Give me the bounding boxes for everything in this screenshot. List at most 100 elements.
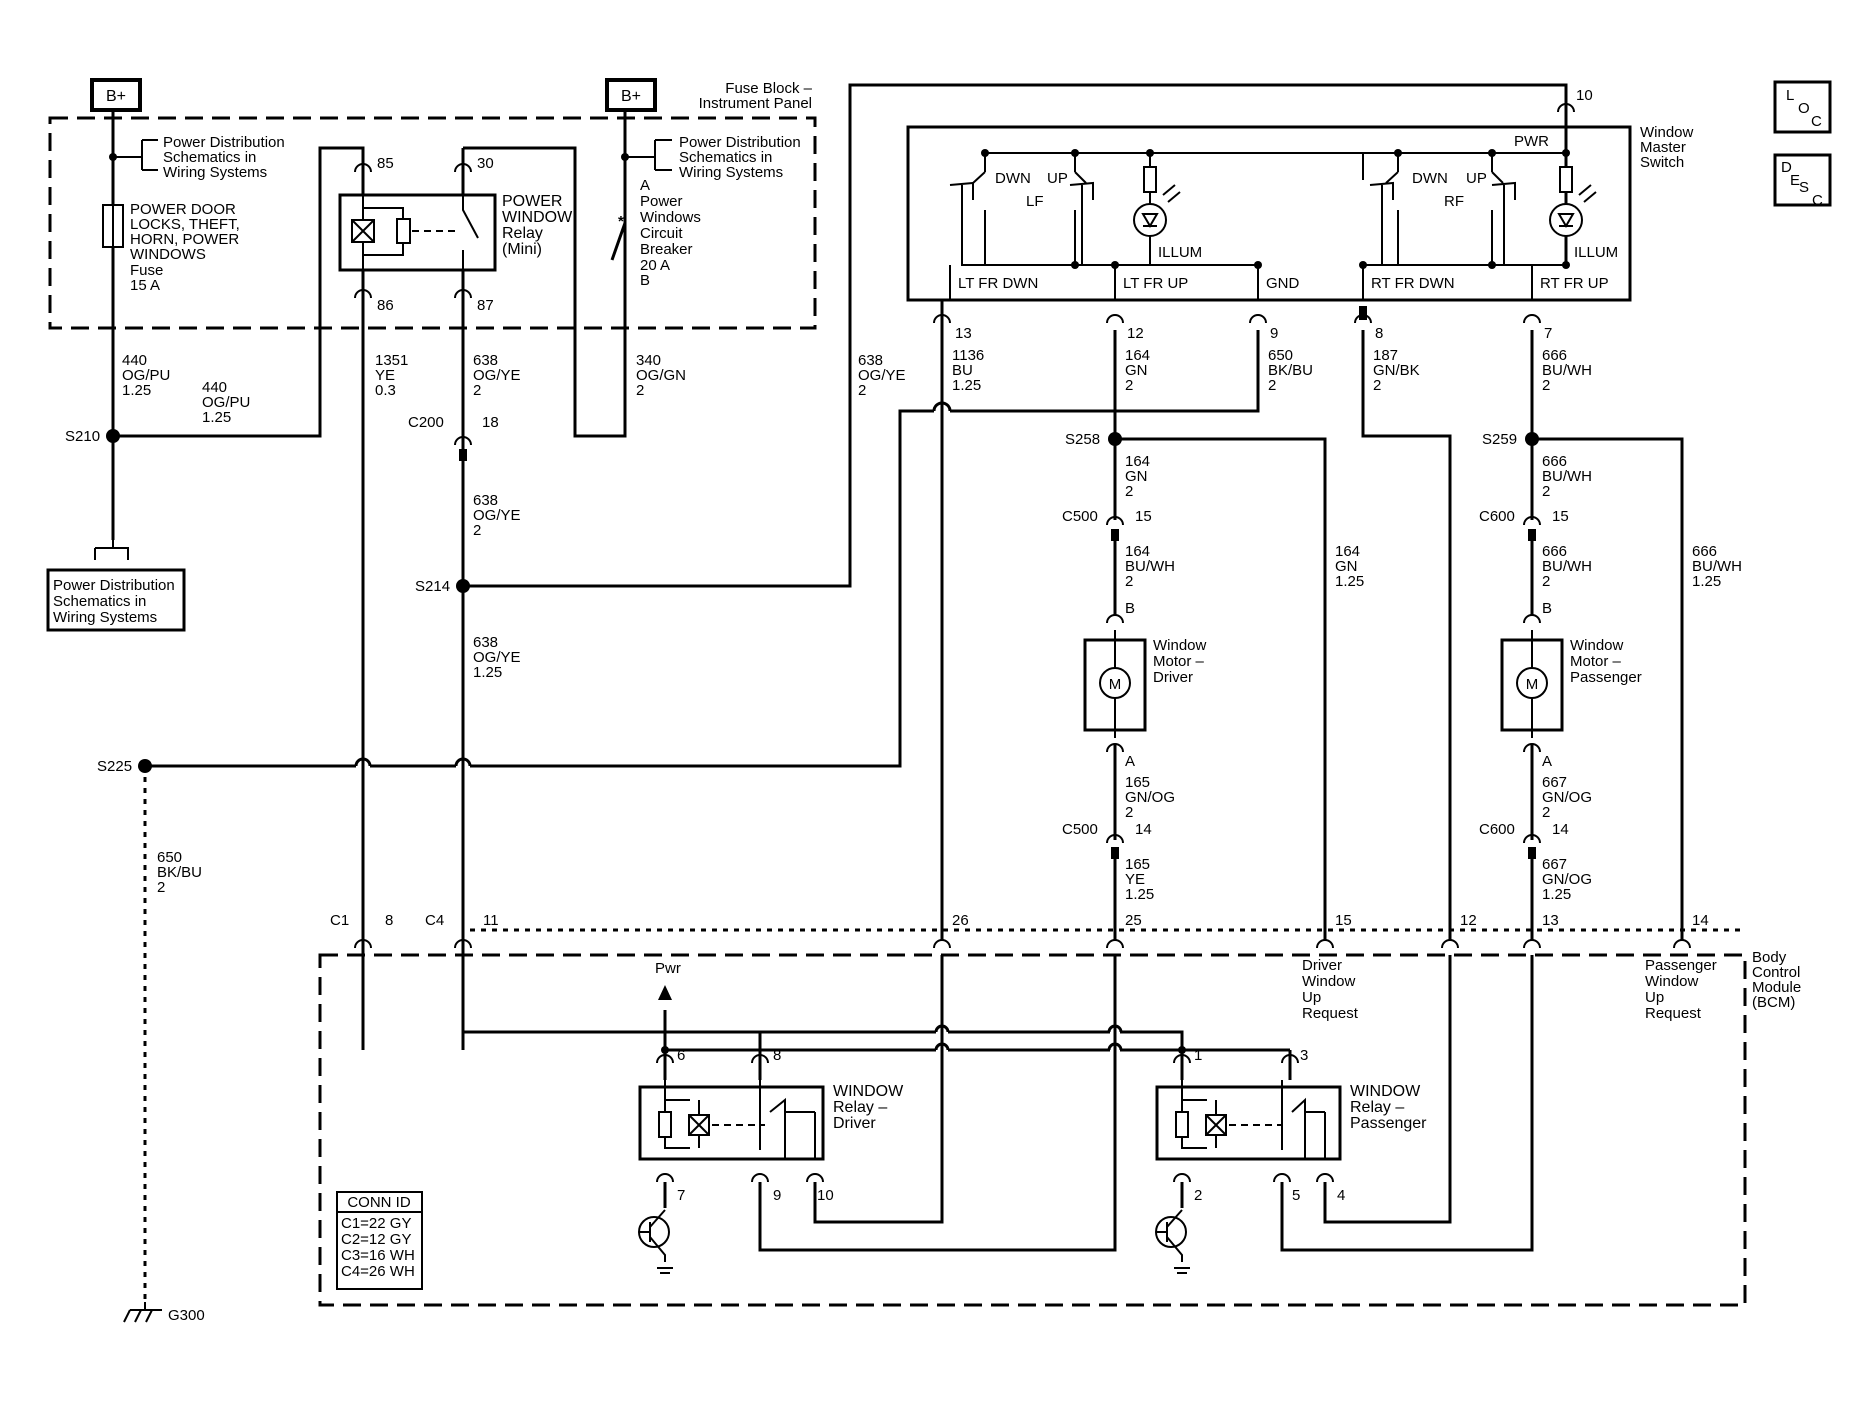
desc-icon[interactable]: D E S C xyxy=(1773,153,1832,209)
wire-650-label-a: 650 BK/BU 2 xyxy=(1268,347,1313,394)
wire-440-label-a: 440 OG/PU 1.25 xyxy=(122,352,170,399)
svg-text:Window: Window xyxy=(1640,124,1694,141)
svg-text:S259: S259 xyxy=(1482,431,1517,448)
wire-638-label-b: 638 OG/YE 2 xyxy=(473,492,521,539)
wire-638-label-d: 638 OG/YE 2 xyxy=(858,352,906,399)
svg-text:667: 667 xyxy=(1542,856,1567,873)
svg-text:Wiring Systems: Wiring Systems xyxy=(163,164,267,181)
svg-text:OG/YE: OG/YE xyxy=(858,367,906,384)
svg-text:Motor –: Motor – xyxy=(1153,653,1205,670)
svg-text:9: 9 xyxy=(1270,325,1278,342)
svg-text:Pwr: Pwr xyxy=(655,960,681,977)
svg-text:B: B xyxy=(1125,600,1135,617)
svg-text:(BCM): (BCM) xyxy=(1752,994,1795,1011)
svg-text:C1: C1 xyxy=(330,912,349,929)
svg-text:A: A xyxy=(640,177,650,194)
svg-text:2: 2 xyxy=(1542,483,1550,500)
svg-text:15: 15 xyxy=(1335,912,1352,929)
svg-text:C500: C500 xyxy=(1062,508,1098,525)
svg-text:1351: 1351 xyxy=(375,352,408,369)
svg-text:30: 30 xyxy=(477,155,494,172)
svg-text:OG/YE: OG/YE xyxy=(473,507,521,524)
svg-text:8: 8 xyxy=(385,912,393,929)
svg-text:RT FR DWN: RT FR DWN xyxy=(1371,275,1455,292)
svg-text:164: 164 xyxy=(1125,543,1150,560)
wire-164-label-d: 164 GN 1.25 xyxy=(1335,543,1364,590)
window-master-switch xyxy=(906,125,1632,302)
svg-text:DWN: DWN xyxy=(995,170,1031,187)
fuse-label: POWER DOOR LOCKS, THEFT, HORN, POWER WIN… xyxy=(130,201,240,294)
svg-text:638: 638 xyxy=(473,492,498,509)
svg-text:Power: Power xyxy=(640,193,683,210)
wire-666-label-c: 666 BU/WH 2 xyxy=(1542,543,1592,590)
svg-text:15: 15 xyxy=(1552,508,1569,525)
svg-text:3: 3 xyxy=(1300,1047,1308,1064)
svg-text:LF: LF xyxy=(1026,193,1044,210)
svg-text:WINDOW: WINDOW xyxy=(502,209,573,226)
svg-text:BU/WH: BU/WH xyxy=(1542,558,1592,575)
svg-text:1.25: 1.25 xyxy=(202,409,231,426)
svg-text:650: 650 xyxy=(157,849,182,866)
svg-text:GN/OG: GN/OG xyxy=(1542,871,1592,888)
window-relay-passenger: WINDOW Relay – Passenger xyxy=(1155,1080,1427,1161)
wire-165-label-a: 165 GN/OG 2 xyxy=(1125,774,1175,821)
window-relay-driver: WINDOW Relay – Driver xyxy=(638,1080,904,1161)
svg-text:LOCKS, THEFT,: LOCKS, THEFT, xyxy=(130,216,240,233)
svg-text:YE: YE xyxy=(375,367,395,384)
loc-icon[interactable]: L O C xyxy=(1773,80,1832,134)
wire-638-label-a: 638 OG/YE 2 xyxy=(473,352,521,399)
svg-text:OG/YE: OG/YE xyxy=(473,367,521,384)
svg-text:HORN, POWER: HORN, POWER xyxy=(130,231,239,248)
svg-text:6: 6 xyxy=(677,1047,685,1064)
svg-text:7: 7 xyxy=(677,1187,685,1204)
svg-text:CONN ID: CONN ID xyxy=(347,1194,411,1211)
svg-text:Driver: Driver xyxy=(1153,669,1193,686)
svg-text:O: O xyxy=(1798,100,1810,117)
svg-text:187: 187 xyxy=(1373,347,1398,364)
svg-text:D: D xyxy=(1781,159,1792,176)
svg-text:13: 13 xyxy=(1542,912,1559,929)
svg-text:S210: S210 xyxy=(65,428,100,445)
svg-text:2: 2 xyxy=(1542,377,1550,394)
svg-text:638: 638 xyxy=(858,352,883,369)
svg-text:11: 11 xyxy=(483,912,499,929)
svg-text:Request: Request xyxy=(1645,1005,1702,1022)
svg-text:2: 2 xyxy=(636,382,644,399)
svg-text:666: 666 xyxy=(1542,543,1567,560)
svg-text:1.25: 1.25 xyxy=(952,377,981,394)
svg-text:GN: GN xyxy=(1335,558,1358,575)
svg-text:Schematics in: Schematics in xyxy=(679,149,772,166)
svg-text:638: 638 xyxy=(473,634,498,651)
svg-text:S225: S225 xyxy=(97,758,132,775)
svg-text:L: L xyxy=(1786,87,1794,104)
svg-text:Circuit: Circuit xyxy=(640,225,683,242)
svg-text:85: 85 xyxy=(377,155,394,172)
svg-text:POWER: POWER xyxy=(502,193,562,210)
svg-text:14: 14 xyxy=(1692,912,1709,929)
svg-text:S258: S258 xyxy=(1065,431,1100,448)
svg-text:B+: B+ xyxy=(621,88,641,105)
svg-text:164: 164 xyxy=(1125,453,1150,470)
svg-text:Power Distribution: Power Distribution xyxy=(163,134,285,151)
fuse-block-outline xyxy=(48,116,817,330)
driver-transistor-icon xyxy=(638,1209,673,1274)
svg-text:RF: RF xyxy=(1444,193,1464,210)
svg-text:Power Distribution: Power Distribution xyxy=(53,577,175,594)
wire-340-label: 340 OG/GN 2 xyxy=(636,352,686,399)
wire-164-label-b: 164 GN 2 xyxy=(1125,453,1150,500)
wire-638-label-c: 638 OG/YE 1.25 xyxy=(473,634,521,681)
svg-text:GN/OG: GN/OG xyxy=(1542,789,1592,806)
svg-text:20 A: 20 A xyxy=(640,257,670,274)
wire-164-label-a: 164 GN 2 xyxy=(1125,347,1150,394)
svg-text:14: 14 xyxy=(1552,821,1569,838)
svg-text:Passenger: Passenger xyxy=(1350,1115,1427,1132)
svg-text:C200: C200 xyxy=(408,414,444,431)
bplus-left: B+ xyxy=(90,78,142,112)
svg-text:DWN: DWN xyxy=(1412,170,1448,187)
svg-text:WINDOW: WINDOW xyxy=(1350,1083,1421,1100)
svg-text:Schematics in: Schematics in xyxy=(53,593,146,610)
passenger-window-up-request: Passenger Window Up Request xyxy=(1645,957,1717,1022)
svg-text:Window: Window xyxy=(1302,973,1356,990)
svg-text:Relay –: Relay – xyxy=(833,1099,887,1116)
svg-text:1.25: 1.25 xyxy=(1542,886,1571,903)
